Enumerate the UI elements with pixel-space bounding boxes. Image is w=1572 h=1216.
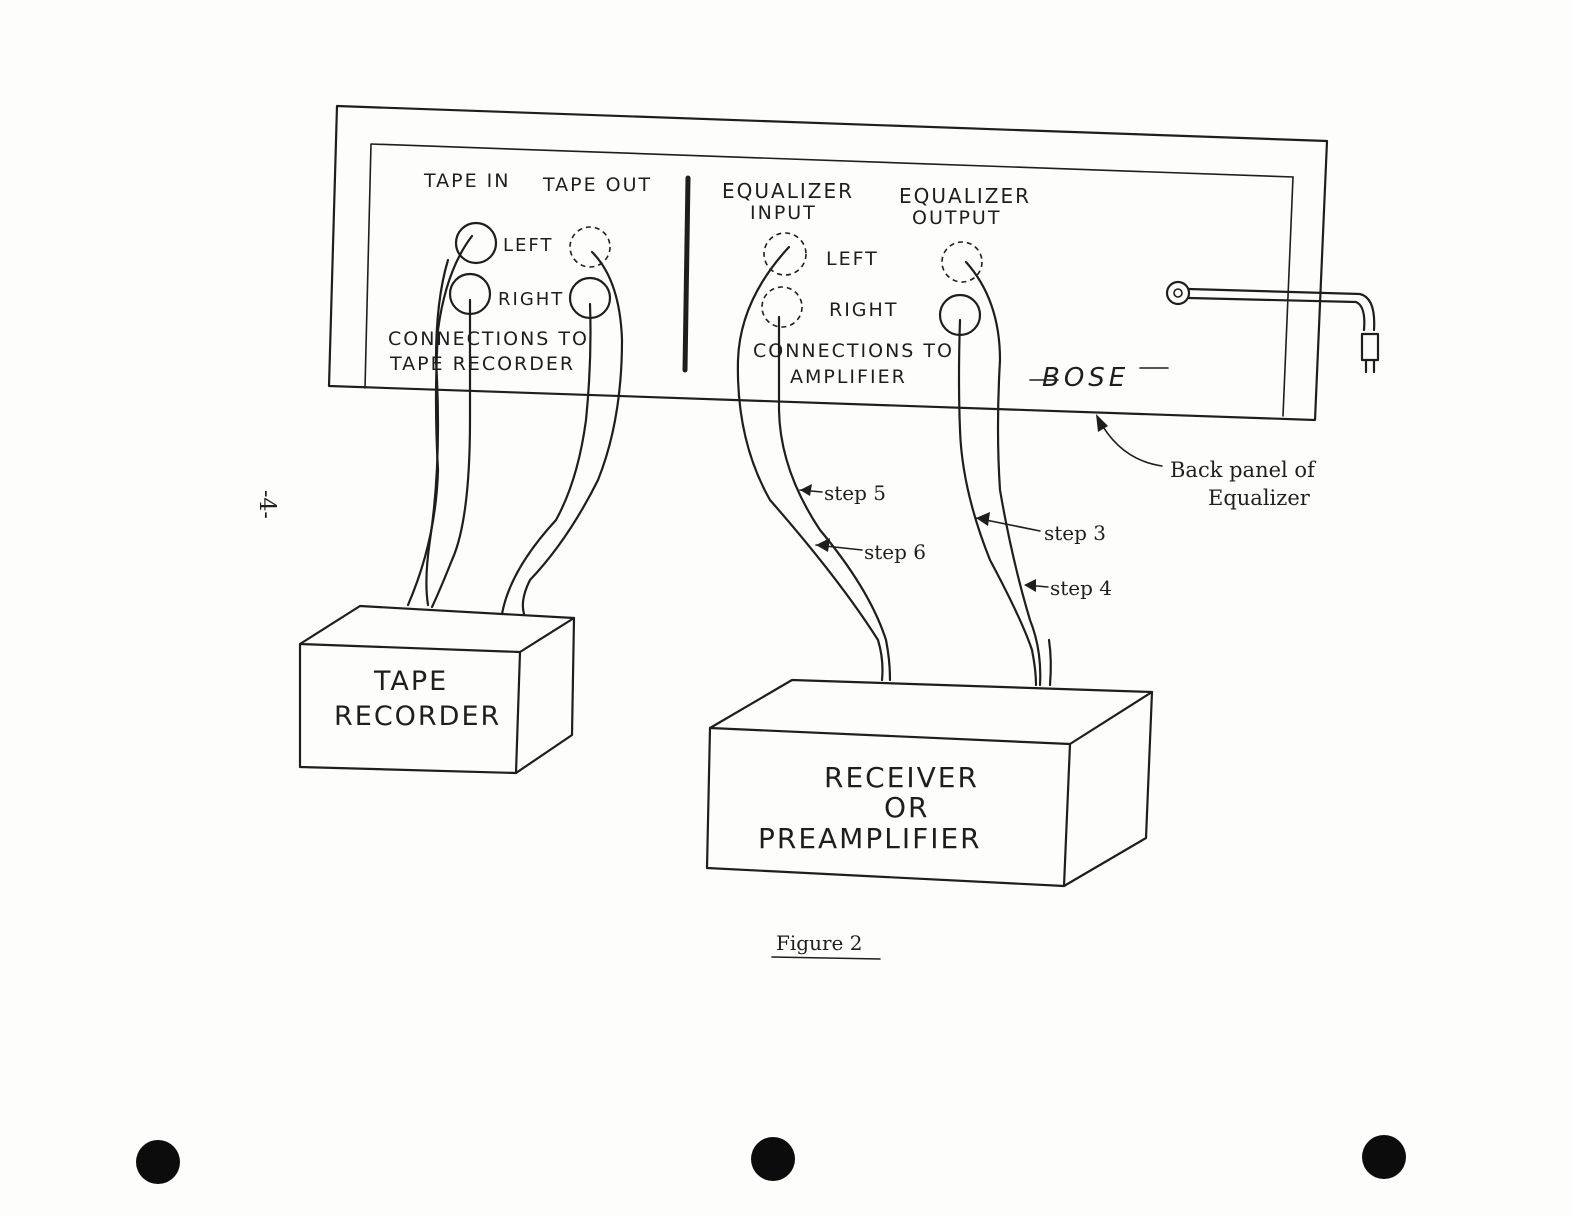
binder-hole-right [1362, 1135, 1406, 1179]
plug-icon [1362, 334, 1378, 372]
binder-hole-center [751, 1137, 795, 1181]
binder-hole-left [136, 1140, 180, 1184]
label-connections-tape-1: CONNECTIONS TO [388, 328, 589, 350]
step-3-label: step 3 [1044, 521, 1106, 545]
step-5-label: step 5 [824, 481, 886, 505]
tape-recorder-label-2: RECORDER [334, 701, 501, 732]
receiver-label-2: OR [884, 791, 930, 824]
step-6-label: step 6 [864, 540, 926, 564]
jack-eq-input-right [762, 287, 802, 327]
label-connections-amp-1: CONNECTIONS TO [753, 340, 954, 362]
back-panel-label-2: Equalizer [1208, 486, 1311, 510]
label-tape-in: TAPE IN [423, 170, 510, 192]
label-equalizer-input-1: EQUALIZER [722, 179, 854, 203]
receiver-label-1: RECEIVER [824, 761, 979, 794]
back-panel-label-1: Back panel of [1170, 458, 1317, 482]
label-equalizer-output-1: EQUALIZER [899, 184, 1031, 208]
label-equalizer-input-2: INPUT [750, 202, 817, 224]
jack-tape-out-left [570, 227, 610, 267]
label-equalizer-output-2: OUTPUT [912, 207, 1001, 229]
label-right-tape: RIGHT [498, 289, 564, 310]
back-panel-callout-arrow [1098, 418, 1162, 466]
label-left-tape: LEFT [503, 235, 553, 256]
label-left-eq: LEFT [826, 248, 879, 270]
label-right-eq: RIGHT [829, 299, 898, 321]
figure-caption: Figure 2 [776, 931, 862, 955]
label-connections-amp-2: AMPLIFIER [790, 366, 907, 388]
jack-tape-in-left [456, 223, 496, 263]
power-cord [1167, 282, 1378, 372]
label-connections-tape-2: TAPE RECORDER [389, 353, 575, 375]
label-tape-out: TAPE OUT [542, 174, 652, 196]
tape-recorder-label-1: TAPE [373, 666, 448, 697]
receiver-label-3: PREAMPLIFIER [758, 822, 982, 855]
page-number: -4- [254, 490, 279, 519]
step-4-label: step 4 [1050, 576, 1112, 600]
brand-logo-bose: BOSE [1042, 363, 1129, 393]
